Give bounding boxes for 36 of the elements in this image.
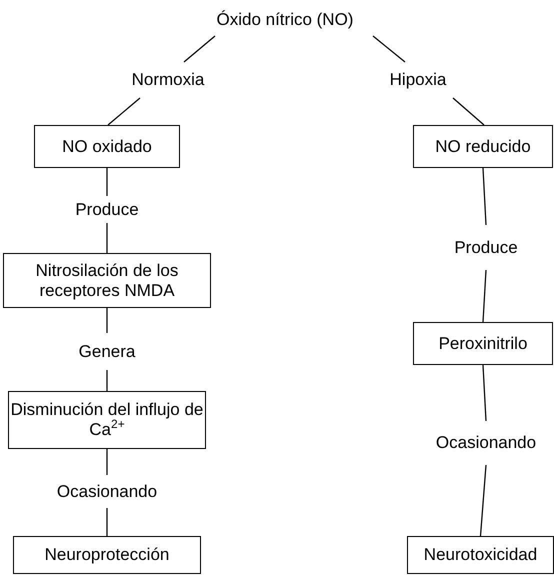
connector-line bbox=[480, 464, 487, 536]
connector-line bbox=[106, 449, 108, 475]
branch-label: Hipoxia bbox=[390, 70, 446, 90]
connector-line bbox=[482, 364, 487, 422]
linking-word: Ocasionando bbox=[436, 433, 536, 453]
concept-box bbox=[413, 125, 553, 168]
linking-word: Produce bbox=[454, 238, 518, 258]
connector-line bbox=[106, 223, 108, 253]
concept-box bbox=[34, 125, 180, 168]
linking-word: Ocasionando bbox=[56, 482, 158, 502]
connector-line bbox=[452, 98, 484, 126]
box-text: NO oxidado bbox=[62, 136, 152, 156]
connector-line bbox=[106, 168, 108, 196]
connector-line bbox=[184, 36, 216, 62]
concept-box bbox=[13, 536, 201, 574]
connector-line bbox=[108, 98, 140, 126]
concept-box bbox=[3, 253, 211, 308]
box-text: Nitrosilación de los receptores NMDA bbox=[34, 260, 180, 300]
box-text: Neuroprotección bbox=[44, 545, 170, 565]
box-text: Peroxinitrilo bbox=[438, 334, 528, 354]
heading: Óxido nítrico (NO) bbox=[216, 10, 354, 30]
concept-box bbox=[8, 391, 206, 449]
linking-word: Genera bbox=[78, 342, 136, 362]
linking-word: Produce bbox=[75, 200, 139, 220]
box-text: Neurotoxicidad bbox=[424, 545, 538, 565]
concept-box bbox=[407, 536, 554, 574]
box-text: Disminución del influjo de Ca$^{2+}$ bbox=[10, 400, 204, 440]
box-text: NO reducido bbox=[435, 136, 531, 156]
connector-line bbox=[106, 308, 108, 333]
branch-label: Normoxia bbox=[132, 70, 204, 90]
connector-line bbox=[372, 36, 406, 62]
connector-line bbox=[106, 370, 108, 391]
concept-box bbox=[413, 322, 553, 365]
connector-line bbox=[106, 508, 108, 536]
connector-line bbox=[482, 270, 487, 322]
connector-line bbox=[482, 168, 487, 226]
